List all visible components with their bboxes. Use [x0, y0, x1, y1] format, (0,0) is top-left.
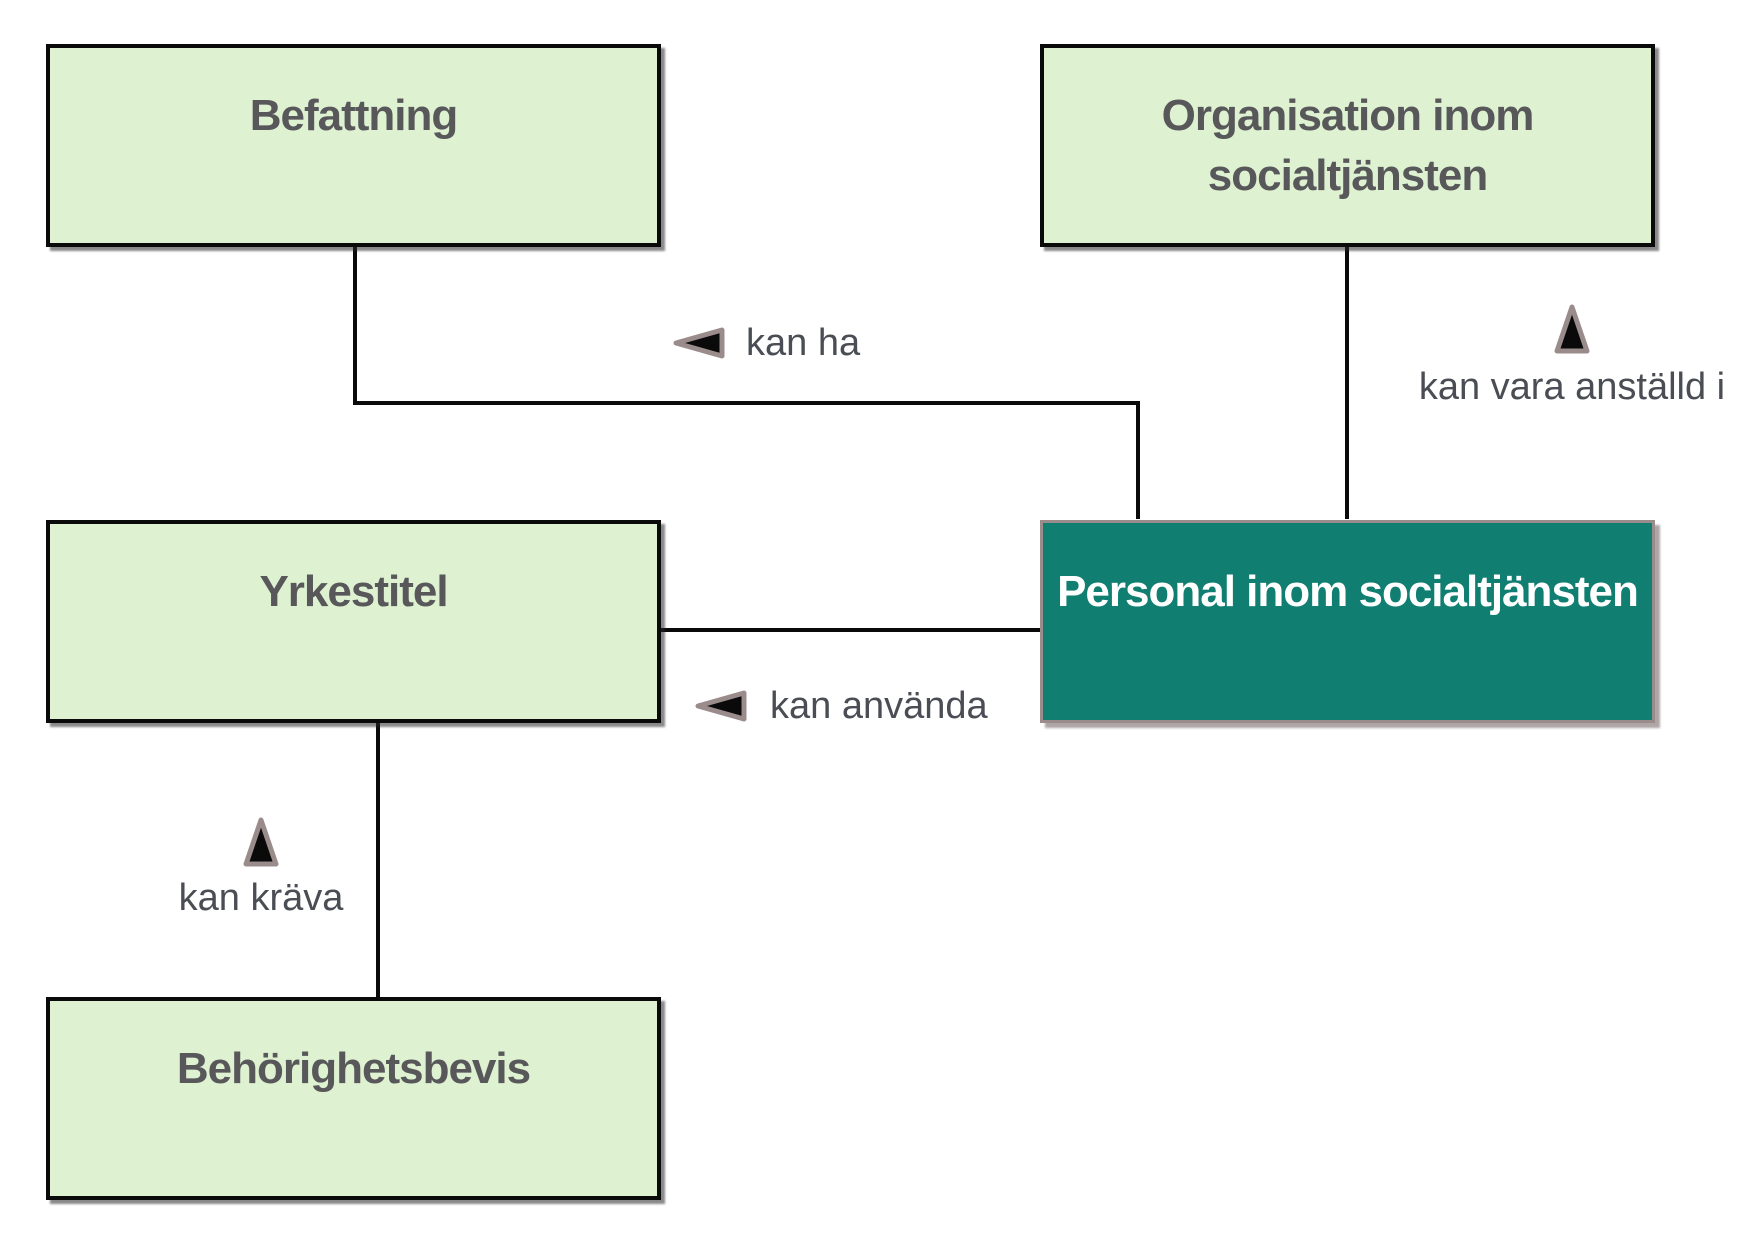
relation-label-kan-vara-anstalld-i: kan vara anställd i [1382, 303, 1754, 409]
relation-text-kan-ha: kan ha [746, 322, 861, 364]
relation-text-kan-vara-anstalld-i: kan vara anställd i [1418, 366, 1726, 408]
relation-label-kan-krava: kan kräva [131, 816, 391, 920]
node-personal: Personal inom socialtjänsten [1040, 520, 1655, 723]
node-yrkestitel: Yrkestitel [46, 520, 661, 723]
up-arrow-icon [1554, 304, 1590, 354]
node-yrkestitel-label: Yrkestitel [259, 567, 448, 616]
connector-befattning-personal [353, 245, 1140, 519]
node-behorighetsbevis-label: Behörighetsbevis [176, 1044, 531, 1093]
relation-text-kan-krava: kan kräva [178, 877, 344, 919]
relation-label-kan-anvanda: kan använda [694, 684, 988, 728]
relation-label-kan-ha: kan ha [672, 321, 860, 365]
left-arrow-icon [673, 327, 725, 359]
relation-text-kan-anvanda: kan använda [770, 685, 988, 727]
left-arrow-icon [695, 690, 747, 722]
node-organisation: Organisation inom socialtjänsten [1040, 44, 1655, 247]
up-arrow-icon [243, 817, 279, 867]
node-personal-label: Personal inom socialtjänsten [1057, 567, 1639, 616]
node-befattning: Befattning [46, 44, 661, 247]
node-befattning-label: Befattning [249, 91, 459, 140]
node-behorighetsbevis: Behörighetsbevis [46, 997, 661, 1200]
node-organisation-label-line1: Organisation inom [1161, 91, 1535, 140]
node-organisation-label-line2: socialtjänsten [1207, 151, 1488, 200]
